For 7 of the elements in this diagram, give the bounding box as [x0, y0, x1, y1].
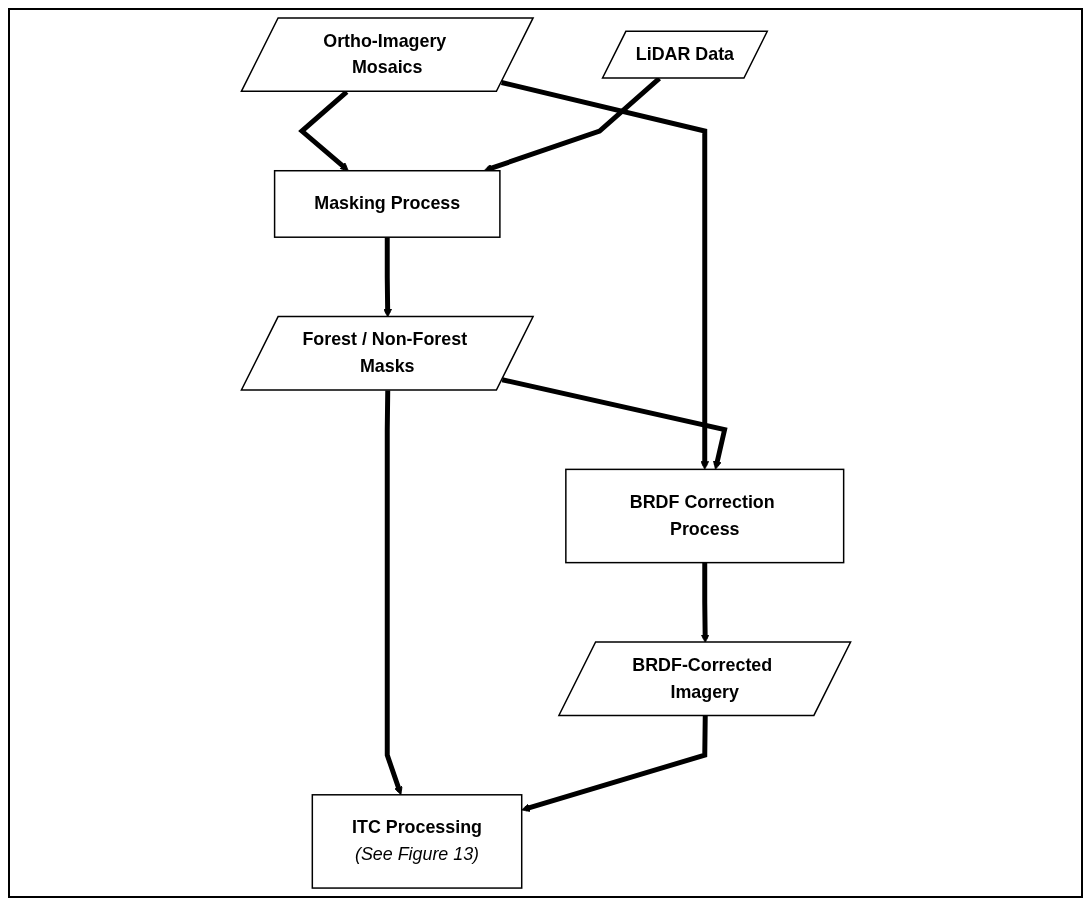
arrow — [501, 377, 728, 470]
arrow — [700, 562, 709, 643]
node-box: Masking Process — [273, 170, 501, 238]
node-box: BRDF Correction Process — [564, 468, 844, 564]
arrow — [384, 390, 402, 796]
node-box: ITC Processing (See Figure 13) — [311, 794, 522, 889]
arrow — [500, 80, 709, 470]
